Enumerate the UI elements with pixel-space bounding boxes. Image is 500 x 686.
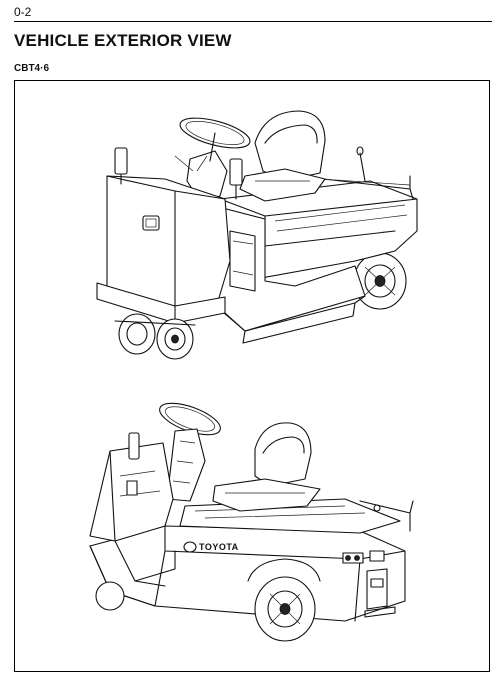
figure-frame: TOYOTA bbox=[14, 80, 490, 672]
header-rule bbox=[14, 21, 492, 22]
tow-tractor-rear-illustration: TOYOTA bbox=[89, 402, 414, 642]
tow-tractor-front-illustration bbox=[96, 110, 418, 360]
brand-mark: TOYOTA bbox=[199, 542, 239, 552]
vehicle-illustrations: TOYOTA bbox=[89, 110, 418, 642]
page-title: VEHICLE EXTERIOR VIEW bbox=[14, 31, 232, 50]
model-label: CBT4·6 bbox=[14, 63, 50, 74]
page-number: 0-2 bbox=[14, 5, 32, 19]
